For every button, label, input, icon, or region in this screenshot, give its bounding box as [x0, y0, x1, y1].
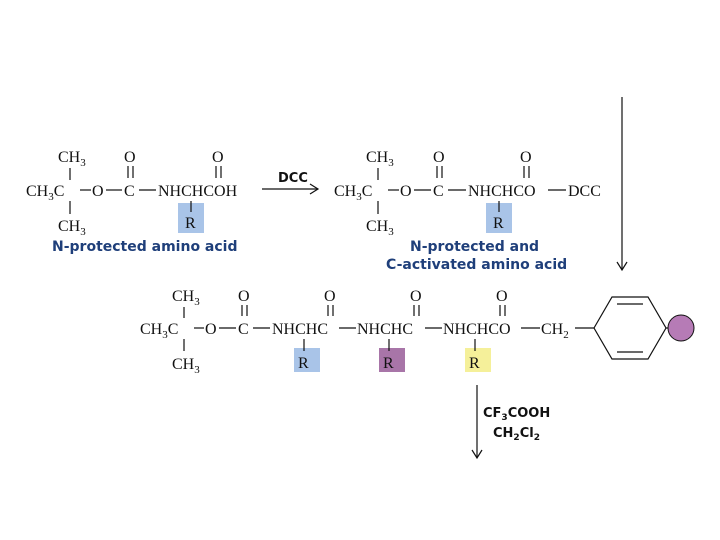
resin-bead-icon: [667, 314, 695, 342]
boc-carbonyl-carbon: C: [238, 321, 249, 338]
ester-oxygen: O: [400, 183, 412, 200]
activation-arrow: DCC: [262, 171, 320, 195]
caption-activated-line-1: N-protected and: [410, 239, 539, 255]
benzyl-methylene: CH2: [541, 321, 569, 341]
residue-3-carbonyl-oxygen: O: [496, 288, 508, 305]
side-chain-r: R: [493, 215, 504, 232]
carbonyl-carbon: C: [124, 183, 135, 200]
bottom-methyl: CH3: [58, 218, 86, 238]
caption-protected-amino-acid: N-protected amino acid: [52, 239, 238, 255]
amino-acid-backbone: NHCHCOH: [158, 183, 238, 200]
reagent-dcc: DCC: [278, 171, 308, 186]
ester-oxygen: O: [92, 183, 104, 200]
tert-butyl-carbon: CH3C: [334, 183, 372, 203]
acid-carbonyl-oxygen: O: [520, 149, 532, 166]
benzene-ring-icon: [593, 296, 667, 360]
amino-acid-backbone: NHCHCO: [468, 183, 536, 200]
ester-oxygen: O: [205, 321, 217, 338]
boc-carbonyl-oxygen: O: [238, 288, 250, 305]
top-methyl: CH3: [172, 288, 200, 308]
n-protected-amino-acid: CH3 CH3C CH3 O O C O NHCHCOH R N-protect…: [26, 149, 238, 255]
bottom-methyl: CH3: [366, 218, 394, 238]
residue-2-carbonyl-oxygen: O: [410, 288, 422, 305]
residue-2-backbone: NHCHC: [357, 321, 413, 338]
carbonyl-oxygen: O: [433, 149, 445, 166]
carbonyl-oxygen: O: [124, 149, 136, 166]
caption-activated-line-2: C-activated amino acid: [386, 257, 567, 273]
activated-amino-acid: CH3 CH3C CH3 O O C O NHCHCO R DCC N-prot…: [334, 149, 601, 273]
residue-3-backbone: NHCHCO: [443, 321, 511, 338]
residue-2-highlight-purple: [379, 348, 405, 372]
tert-butyl-carbon: CH3C: [140, 321, 178, 341]
side-chain-r: R: [185, 215, 196, 232]
bottom-methyl: CH3: [172, 356, 200, 376]
top-methyl: CH3: [366, 149, 394, 169]
top-methyl: CH3: [58, 149, 86, 169]
carbonyl-carbon: C: [433, 183, 444, 200]
deprotection-step: CF3COOH CH2Cl2: [471, 385, 550, 460]
residue-3-highlight-yellow: [465, 348, 491, 372]
residue-1-side-chain-r: R: [298, 355, 309, 372]
dcc-leaving-group: DCC: [568, 183, 601, 200]
acid-carbonyl-oxygen: O: [212, 149, 224, 166]
coupling-arrow: [616, 97, 628, 272]
reagent-cf3cooh: CF3COOH: [483, 406, 550, 423]
residue-1-carbonyl-oxygen: O: [324, 288, 336, 305]
resin-bound-peptide: CH3 CH3C CH3 O O C NHCHC O R NHCHC O R N…: [140, 288, 695, 376]
residue-3-side-chain-r: R: [469, 355, 480, 372]
residue-2-side-chain-r: R: [383, 355, 394, 372]
tert-butyl-carbon: CH3C: [26, 183, 64, 203]
residue-1-highlight-blue: [294, 348, 320, 372]
residue-1-backbone: NHCHC: [272, 321, 328, 338]
reagent-ch2cl2: CH2Cl2: [493, 426, 540, 443]
